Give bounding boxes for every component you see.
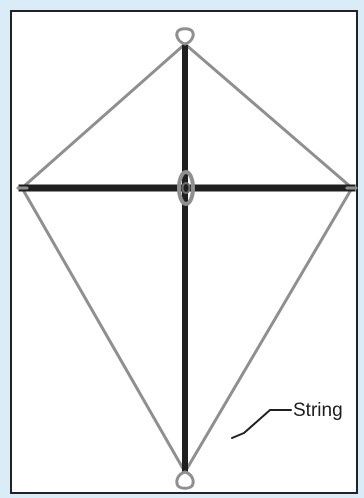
string-label: String [293, 401, 343, 420]
kite-string-top-left [22, 44, 185, 188]
bottom-loop [177, 472, 193, 488]
kite-string-bottom-right [185, 188, 352, 472]
string-callout-line [232, 410, 291, 438]
kite-string-bottom-left [22, 188, 185, 472]
kite-string-top-right [185, 44, 352, 188]
top-loop [177, 29, 193, 44]
